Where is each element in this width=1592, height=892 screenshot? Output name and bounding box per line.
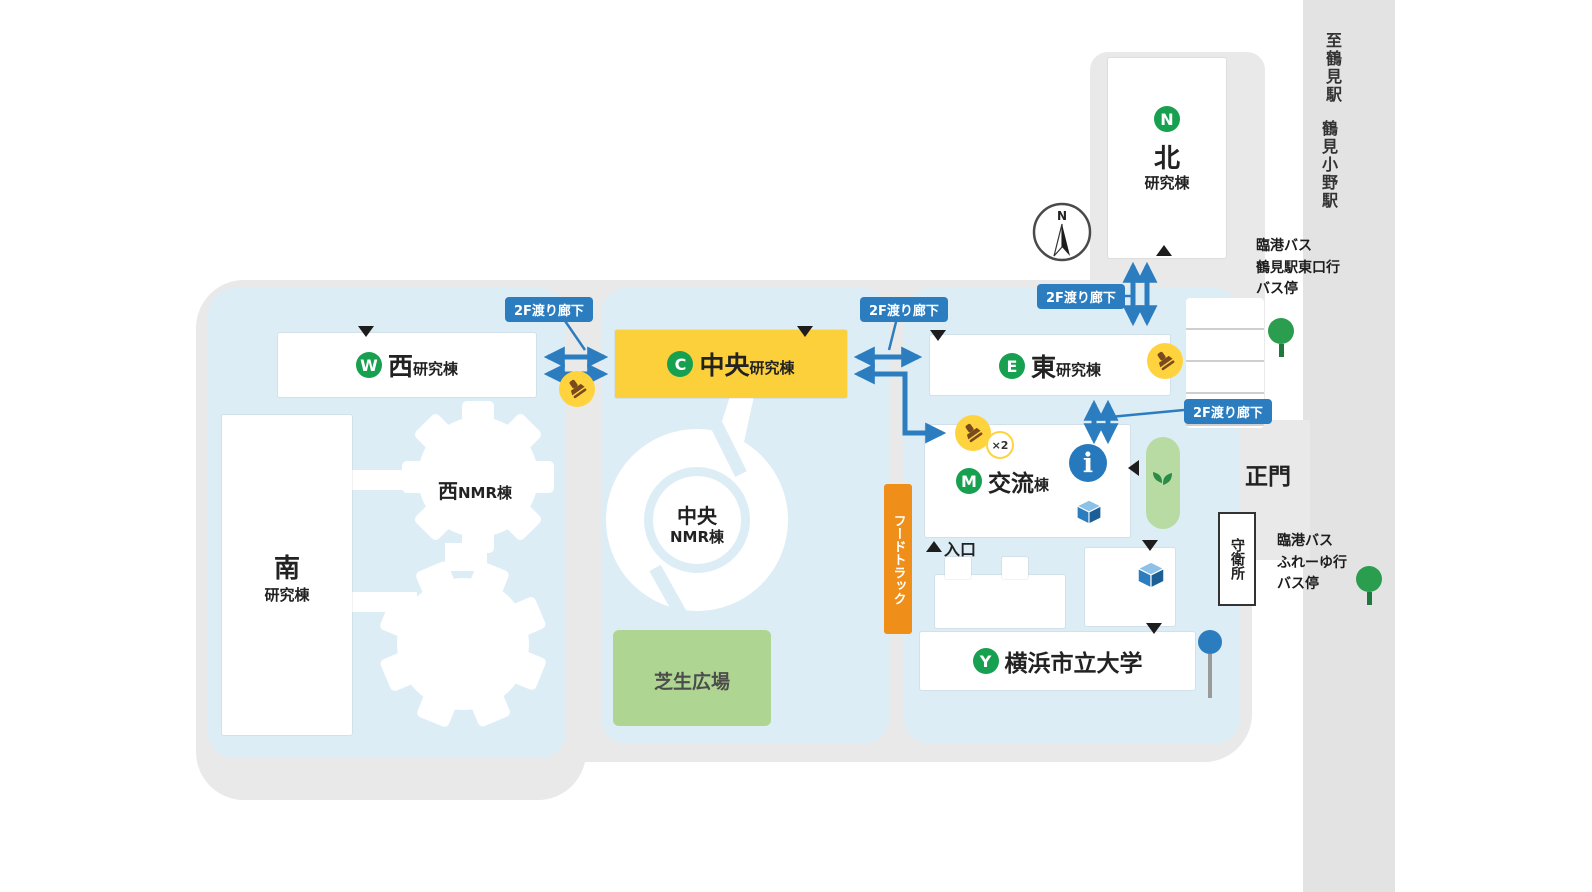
label-south-sub: 研究棟 — [264, 586, 310, 604]
bus-stop-north-label: 臨港バス 鶴見駅東口行 バス停 — [1256, 238, 1340, 298]
sign-icon — [1198, 630, 1222, 698]
gear-building-b — [380, 561, 546, 727]
label-north-main: 北 — [1153, 144, 1180, 174]
building-annex-a-bump1 — [945, 557, 971, 579]
gear-building-a — [402, 401, 554, 553]
info-icon: i — [1069, 444, 1107, 482]
building-annex-a — [935, 575, 1065, 628]
badge-central: C — [667, 351, 694, 377]
entrance-marker-annex-b — [1142, 540, 1158, 551]
compass-north-label: N — [1056, 209, 1068, 223]
building-annex-b — [1085, 548, 1175, 626]
cube-icon-annex — [1137, 561, 1165, 589]
label-central-nmr-1: 中央 — [677, 504, 717, 528]
corridor-label-north: 2F渡り廊下 — [1037, 284, 1125, 309]
building-annex-a-bump2 — [1002, 557, 1028, 579]
label-north-sub: 研究棟 — [1144, 174, 1190, 192]
building-west — [278, 333, 536, 397]
entrance-marker-central — [797, 326, 813, 337]
corridor-label-central: 2F渡り廊下 — [860, 297, 948, 322]
entrance-marker-exchange-east — [1128, 460, 1139, 476]
food-truck-label: フードトラック — [884, 484, 912, 634]
round-nmr-building — [606, 419, 788, 622]
guard-house: 守衛所 — [1218, 512, 1256, 606]
compass-icon — [1032, 202, 1092, 262]
building-east — [930, 335, 1170, 395]
label-south-main: 南 — [273, 554, 300, 584]
stamp-icon-west — [559, 371, 595, 407]
stamp-icon-east — [1147, 343, 1183, 379]
entrance-marker-west — [358, 326, 374, 337]
entrance-marker-east — [930, 330, 946, 341]
label-guard-house: 守衛所 — [1229, 538, 1245, 580]
label-main-gate: 正門 — [1245, 464, 1291, 490]
badge-north: N — [1154, 106, 1180, 132]
label-central: C 中央 研究棟 — [615, 348, 847, 380]
entrance-marker-exchange — [926, 541, 942, 552]
lawn-plaza — [613, 630, 771, 726]
entrance-marker-north — [1156, 245, 1172, 256]
label-east: E 東 研究棟 — [930, 350, 1170, 382]
entrance-marker-university — [1146, 623, 1162, 634]
building-south — [222, 415, 352, 735]
label-lawn: 芝生広場 — [653, 671, 730, 693]
badge-west: W — [355, 352, 382, 378]
building-central — [615, 330, 847, 398]
label-exchange: M 交流 棟 — [930, 466, 1075, 497]
road-destination-bottom: 鶴見小野駅 — [1319, 120, 1338, 210]
road-destination-top: 至鶴見駅 — [1323, 32, 1342, 104]
building-university — [920, 632, 1195, 690]
label-entrance: 入口 — [944, 540, 977, 559]
tree-icon-north — [1268, 318, 1294, 357]
bus-stop-south-label: 臨港バス ふれーゆ行 バス停 — [1277, 533, 1347, 593]
nmr-wing — [718, 396, 754, 442]
label-university: Y 横浜市立大学 — [920, 646, 1195, 677]
stamp-icon-exchange — [955, 415, 991, 451]
corridor-label-west: 2F渡り廊下 — [505, 297, 593, 322]
label-west-nmr: 西 NMR棟 — [437, 478, 513, 503]
cube-icon-exchange — [1076, 499, 1102, 525]
corridor-label-east: 2F渡り廊下 — [1184, 399, 1272, 424]
badge-east: E — [998, 353, 1025, 379]
label-west: W 西 研究棟 — [278, 349, 536, 381]
badge-exchange: M — [955, 468, 982, 494]
label-central-nmr-2: NMR棟 — [669, 528, 725, 546]
stamp-count-badge: ×2 — [986, 431, 1014, 459]
leaf-icon — [1153, 472, 1172, 485]
road-vertical — [1303, 0, 1395, 892]
badge-university: Y — [972, 648, 999, 674]
tree-icon-south — [1356, 566, 1382, 605]
building-north — [1108, 58, 1226, 258]
green-strip — [1146, 437, 1180, 529]
